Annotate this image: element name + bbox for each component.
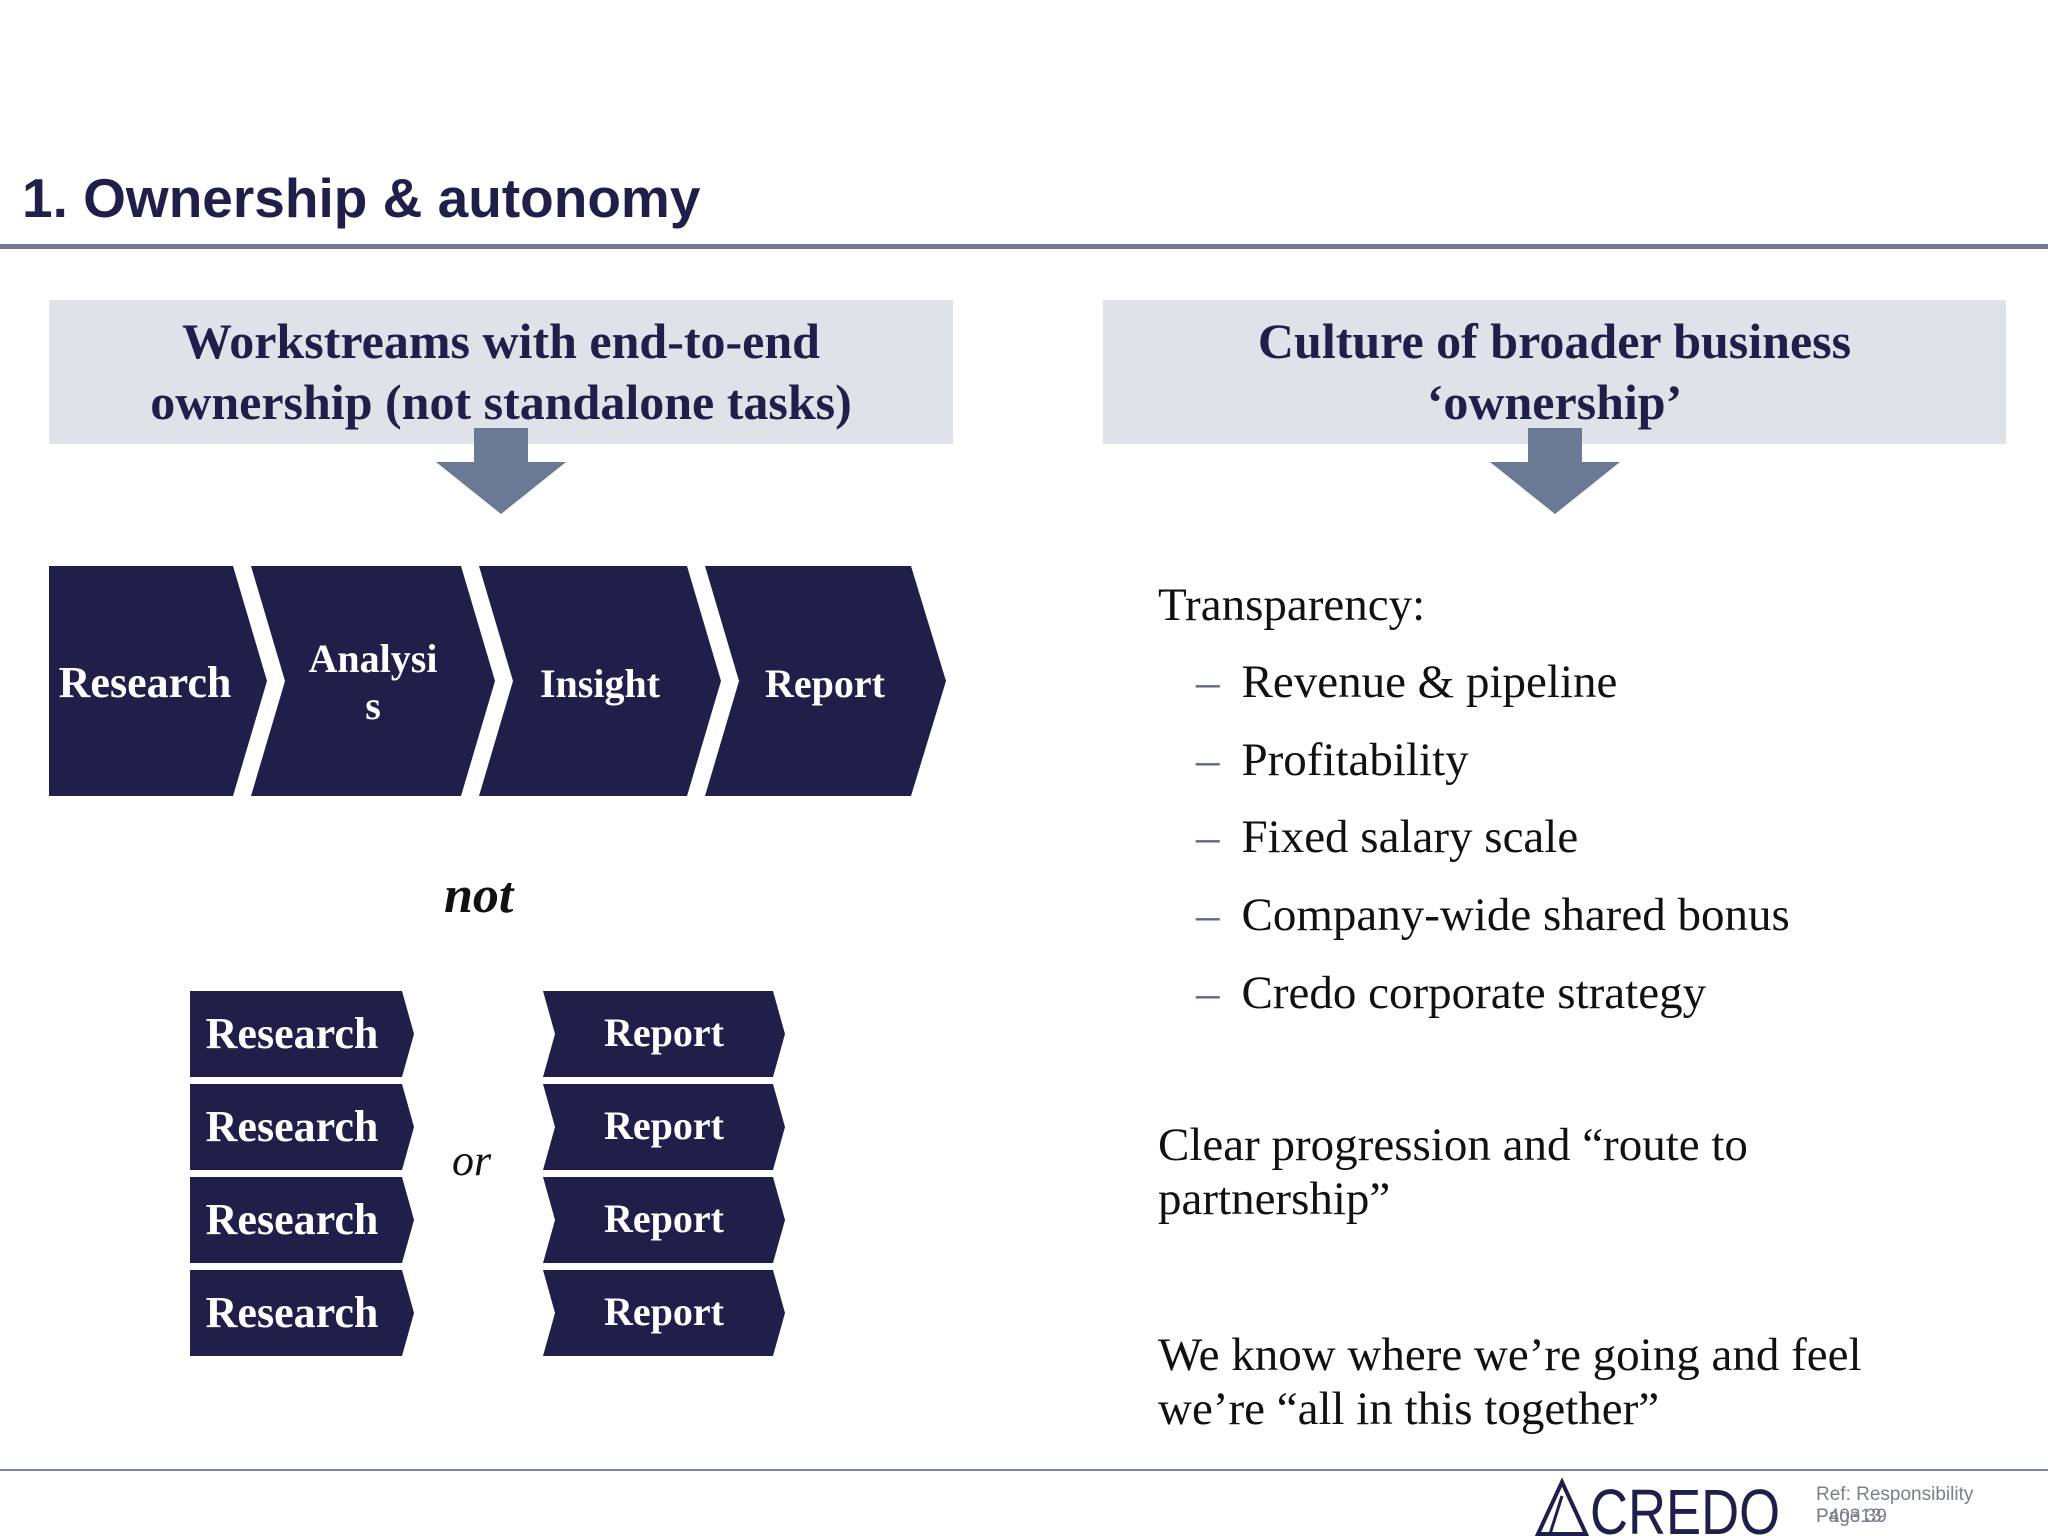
down-arrow-icon [1490,428,1620,514]
dash-icon: – [1196,656,1220,708]
step-research-label: Research [59,658,232,707]
report-block: Report [543,991,785,1077]
transparency-item: –Company-wide shared bonus [1196,889,1790,941]
together-text: We know where we’re going and feel we’re… [1158,1329,1862,1435]
research-block: Research [190,991,414,1077]
transparency-heading: Transparency: [1158,579,1426,631]
step-insight-label: Insight [540,661,661,706]
transparency-item: –Revenue & pipeline [1196,656,1618,708]
report-block: Report [543,1270,785,1356]
title-divider [0,244,2048,249]
research-block: Research [190,1177,414,1263]
right-header-box: Culture of broader business ‘ownership’ [1103,300,2006,444]
chevron-analysis [251,566,495,796]
report-block: Report [543,1084,785,1170]
svg-text:Research: Research [206,1195,379,1244]
svg-text:Research: Research [206,1102,379,1151]
research-block: Research [190,1084,414,1170]
svg-text:Report: Report [604,1010,725,1055]
chevron-report [705,566,946,796]
not-label: not [444,867,514,924]
dash-icon: – [1196,734,1220,786]
or-label: or [452,1136,492,1185]
chevron-insight [479,566,721,796]
page-number: Page 39 [1816,1506,1887,1527]
svg-text:Research: Research [206,1288,379,1337]
left-header-line2: ownership (not standalone tasks) [150,374,852,430]
progression-text: Clear progression and “route to partners… [1158,1119,1748,1225]
footer-divider [0,1469,2048,1471]
right-header-line1: Culture of broader business [1257,313,1852,369]
ref-line2: P40313 [1816,1506,1882,1527]
page-title: 1. Ownership & autonomy [22,167,701,229]
transparency-item: –Fixed salary scale [1196,811,1579,863]
left-header-line1: Workstreams with end-to-end [182,313,820,369]
left-header-box: Workstreams with end-to-end ownership (n… [49,300,953,444]
step-report-label: Report [765,661,886,706]
dash-icon: – [1196,811,1220,863]
logo-text: CREDO [1590,1478,1780,1536]
svg-text:Report: Report [604,1289,725,1334]
chevron-research [49,566,267,796]
dash-icon: – [1196,967,1220,1019]
transparency-item: –Profitability [1196,734,1469,786]
transparency-item: –Credo corporate strategy [1196,967,1707,1019]
right-header-line2: ‘ownership’ [1426,374,1683,430]
ref-line1: Ref: Responsibility [1816,1484,1974,1505]
svg-text:Report: Report [604,1103,725,1148]
process-chevrons: Research Analysi s Insight Report [49,566,946,796]
credo-logo: CREDO [1534,1478,1780,1536]
dash-icon: – [1196,889,1220,941]
research-block: Research [190,1270,414,1356]
reference-note: Ref: Responsibility P40313 Page 39 [1816,1484,1973,1528]
down-arrow-icon [436,428,566,514]
step-analysis-label-line1: Analysi [309,636,438,681]
report-block: Report [543,1177,785,1263]
step-analysis-label-line2: s [365,683,381,728]
svg-text:Report: Report [604,1196,725,1241]
triangle-logo-icon [1534,1478,1590,1536]
svg-text:Research: Research [206,1009,379,1058]
